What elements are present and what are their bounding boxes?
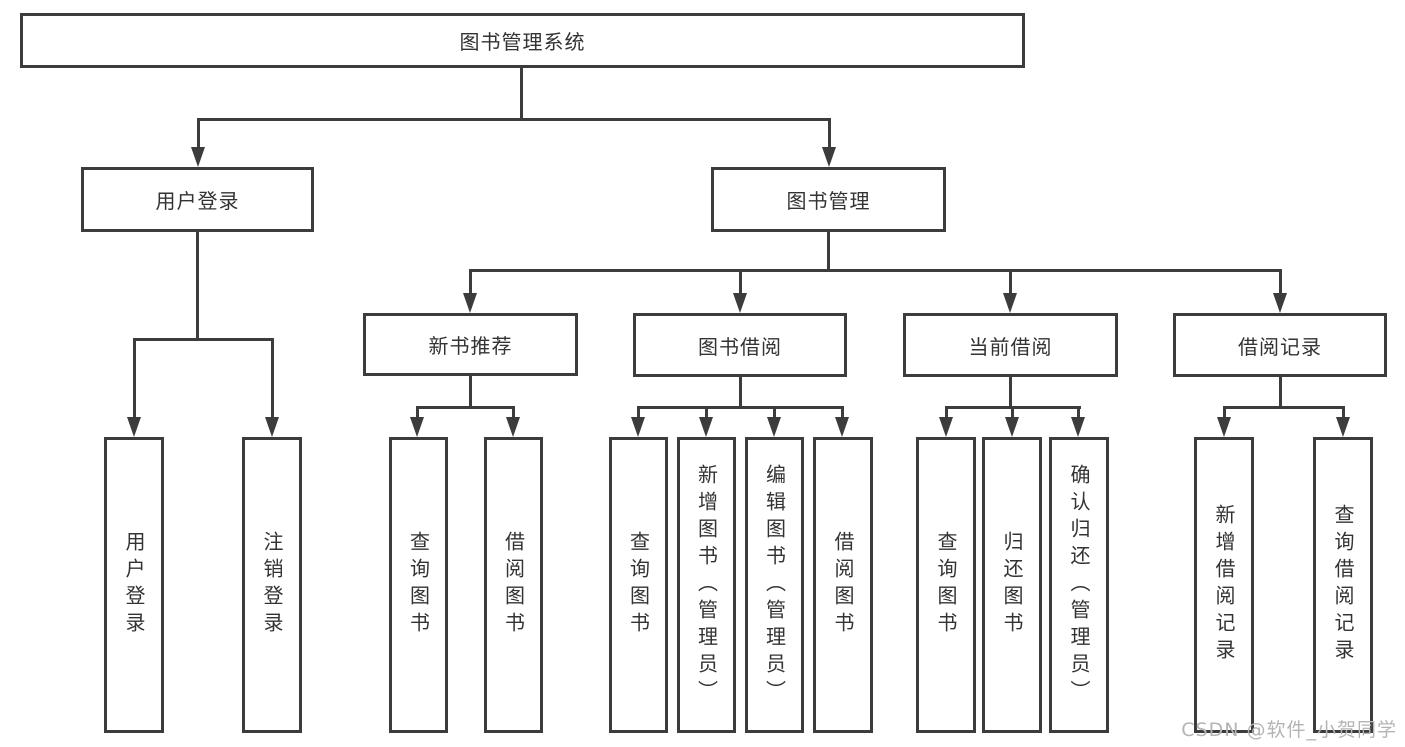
connector-drop-borrow-records — [1279, 269, 1282, 295]
arrow-down-icon — [410, 417, 424, 437]
arrow-down-icon — [733, 293, 747, 313]
connector-drop-user-login-leaf — [133, 338, 136, 419]
connector-new-books-stub — [469, 376, 472, 407]
connector-drop-leaf — [1223, 406, 1226, 420]
arrow-down-icon — [127, 417, 141, 437]
node-root-label: 图书管理系统 — [459, 30, 586, 54]
node-root: 图书管理系统 — [20, 13, 1025, 68]
connector-root-stub — [520, 68, 523, 118]
connector-drop-leaf — [841, 406, 844, 420]
arrow-down-icon — [1336, 417, 1350, 437]
leaf-logout: 注销登录 — [242, 437, 302, 733]
arrow-down-icon — [835, 417, 849, 437]
arrow-down-icon — [1071, 417, 1085, 437]
node-borrow-records: 借阅记录 — [1173, 313, 1387, 377]
connector-drop-management — [828, 118, 831, 149]
connector-drop-leaf — [1011, 406, 1014, 420]
node-borrow-records-label: 借阅记录 — [1238, 334, 1322, 359]
leaf-borrow-books-label: 借阅图书 — [831, 531, 855, 639]
leaf-add-books-admin: 新增图书（管理员） — [677, 437, 736, 733]
node-book-management: 图书管理 — [711, 167, 946, 232]
arrow-down-icon — [699, 417, 713, 437]
arrow-down-icon — [506, 417, 520, 437]
leaf-add-books-admin-label: 新增图书（管理员） — [694, 463, 719, 707]
leaf-add-borrow-record-label: 新增借阅记录 — [1212, 504, 1236, 666]
node-current-borrow: 当前借阅 — [903, 313, 1118, 377]
arrow-down-icon — [191, 147, 205, 167]
leaf-borrow-books-recommend: 借阅图书 — [484, 437, 543, 733]
csdn-watermark: CSDN @软件_小贺同学 — [1181, 719, 1397, 741]
connector-drop-current-borrow — [1009, 269, 1012, 295]
leaf-return-books: 归还图书 — [982, 437, 1042, 733]
arrow-down-icon — [463, 293, 477, 313]
connector-current-borrow-stub — [1009, 377, 1012, 407]
leaf-user-login: 用户登录 — [104, 437, 164, 733]
leaf-query-books-current: 查询图书 — [916, 437, 976, 733]
leaf-borrow-books-recommend-label: 借阅图书 — [501, 531, 526, 639]
node-user-login: 用户登录 — [81, 167, 314, 232]
leaf-query-books-current-label: 查询图书 — [934, 531, 958, 639]
connector-drop-leaf — [512, 406, 515, 420]
leaf-query-books-recommend: 查询图书 — [389, 437, 448, 733]
connector-drop-logout-leaf — [271, 338, 274, 419]
leaf-query-borrow-record-label: 查询借阅记录 — [1331, 504, 1355, 666]
connector-drop-leaf — [773, 406, 776, 420]
connector-management-hline — [469, 269, 1282, 272]
connector-book-borrow-hline — [637, 406, 844, 409]
leaf-borrow-books: 借阅图书 — [813, 437, 873, 733]
arrow-down-icon — [822, 147, 836, 167]
connector-login-stub — [196, 232, 199, 340]
leaf-edit-books-admin-label: 编辑图书（管理员） — [762, 463, 787, 707]
arrow-down-icon — [939, 417, 953, 437]
connector-login-hline — [133, 338, 274, 341]
connector-drop-login — [197, 118, 200, 149]
connector-borrow-records-stub — [1279, 377, 1282, 407]
node-new-book-recommend-label: 新书推荐 — [428, 334, 513, 358]
connector-drop-book-borrow — [739, 269, 742, 295]
leaf-query-books-borrow: 查询图书 — [609, 437, 668, 733]
arrow-down-icon — [1273, 293, 1287, 313]
leaf-user-login-label: 用户登录 — [122, 531, 146, 639]
leaf-query-books-recommend-label: 查询图书 — [406, 531, 431, 639]
connector-root-hline — [197, 118, 831, 121]
connector-borrow-records-hline — [1223, 406, 1345, 409]
connector-management-stub — [827, 232, 830, 271]
arrow-down-icon — [1003, 293, 1017, 313]
leaf-confirm-return-admin-label: 确认归还（管理员） — [1067, 463, 1091, 707]
node-book-borrow: 图书借阅 — [633, 313, 847, 377]
node-new-book-recommend: 新书推荐 — [363, 313, 578, 376]
connector-drop-leaf — [1342, 406, 1345, 420]
connector-drop-leaf — [705, 406, 708, 420]
leaf-confirm-return-admin: 确认归还（管理员） — [1049, 437, 1109, 733]
node-book-management-label: 图书管理 — [786, 189, 871, 213]
arrow-down-icon — [1005, 417, 1019, 437]
arrow-down-icon — [265, 417, 279, 437]
node-book-borrow-label: 图书借阅 — [698, 334, 782, 359]
connector-drop-leaf — [637, 406, 640, 420]
leaf-query-borrow-record: 查询借阅记录 — [1313, 437, 1373, 733]
arrow-down-icon — [767, 417, 781, 437]
leaf-query-books-borrow-label: 查询图书 — [626, 531, 651, 639]
node-current-borrow-label: 当前借阅 — [968, 334, 1053, 359]
connector-new-books-hline — [417, 406, 515, 409]
connector-book-borrow-stub — [739, 377, 742, 407]
connector-drop-leaf — [945, 406, 948, 420]
leaf-logout-label: 注销登录 — [260, 531, 284, 639]
leaf-add-borrow-record: 新增借阅记录 — [1194, 437, 1254, 733]
connector-drop-new-books — [469, 269, 472, 295]
arrow-down-icon — [631, 417, 645, 437]
connector-drop-leaf — [416, 406, 419, 420]
connector-drop-leaf — [1077, 406, 1080, 420]
leaf-edit-books-admin: 编辑图书（管理员） — [745, 437, 804, 733]
leaf-return-books-label: 归还图书 — [1000, 531, 1024, 639]
arrow-down-icon — [1217, 417, 1231, 437]
node-user-login-label: 用户登录 — [155, 189, 240, 213]
